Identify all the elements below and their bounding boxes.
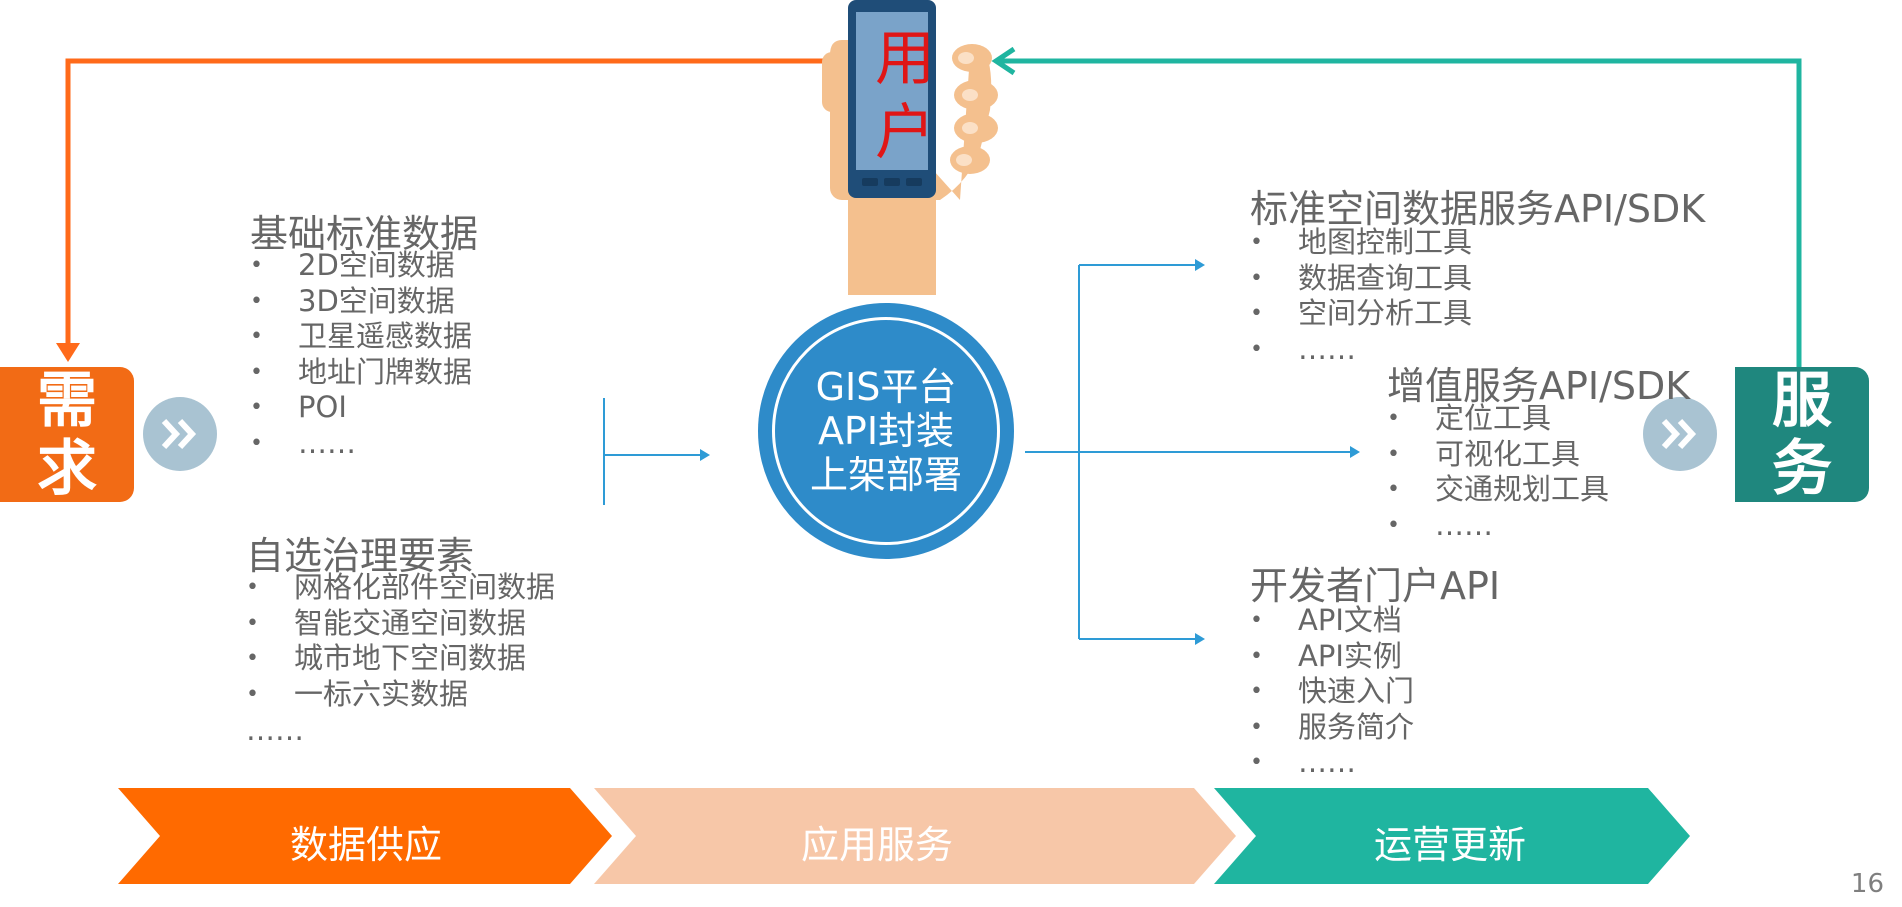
- user-label-line1: 用: [875, 24, 935, 94]
- value-service-list: 定位工具 可视化工具 交通规划工具 ……: [1387, 401, 1609, 543]
- list-item: 定位工具: [1387, 401, 1609, 437]
- std-service-title: 标准空间数据服务API/SDK: [1250, 187, 1706, 231]
- demand-badge-line1: 需: [37, 365, 97, 436]
- service-feedback-line: [1000, 58, 1802, 367]
- list-item: 智能交通空间数据: [246, 606, 555, 642]
- process-step-operation-arrow: [1214, 788, 1690, 884]
- center-to-dev-arrowhead: [1195, 633, 1205, 645]
- list-item: 快速入门: [1250, 674, 1414, 710]
- service-badge-line1: 服: [1772, 365, 1832, 436]
- list-item: 可视化工具: [1387, 437, 1609, 473]
- demand-badge-line2: 求: [37, 433, 97, 504]
- process-step-supply-label: 数据供应: [289, 823, 442, 867]
- list-item: 空间分析工具: [1250, 296, 1472, 332]
- demand-feedback-line: [65, 58, 825, 357]
- gis-platform-line1: GIS平台: [815, 365, 957, 409]
- list-item: 2D空间数据: [250, 248, 472, 284]
- list-item: 数据查询工具: [1250, 261, 1472, 297]
- process-step-application-arrow: [594, 788, 1236, 884]
- list-item: 城市地下空间数据: [246, 641, 555, 677]
- demand-chevron-icon: [143, 397, 217, 471]
- list-item: ……: [250, 426, 472, 462]
- dev-portal-title: 开发者门户API: [1250, 564, 1501, 608]
- dev-portal-list: API文档 API实例 快速入门 服务简介 ……: [1250, 603, 1414, 781]
- list-item: API实例: [1250, 639, 1414, 675]
- gis-platform-circle: GIS平台 API封装 上架部署: [758, 303, 1014, 559]
- std-service-list: 地图控制工具 数据查询工具 空间分析工具 ……: [1250, 225, 1472, 367]
- list-item: 地图控制工具: [1250, 225, 1472, 261]
- list-item: 交通规划工具: [1387, 472, 1609, 508]
- list-item: ……: [1250, 745, 1414, 781]
- list-item: 地址门牌数据: [250, 355, 472, 391]
- page-number: 16: [1850, 869, 1884, 899]
- list-item: 服务简介: [1250, 710, 1414, 746]
- service-arrowhead: [991, 46, 1016, 76]
- list-item: ……: [1387, 508, 1609, 544]
- process-step-operation-label: 运营更新: [1373, 823, 1526, 867]
- list-item: POI: [250, 390, 472, 426]
- demand-arrowhead: [56, 343, 80, 362]
- center-to-value-arrowhead: [1350, 446, 1360, 458]
- gis-platform-line2: API封装: [817, 409, 955, 453]
- service-chevron-icon: [1643, 397, 1717, 471]
- demand-badge: 需 求: [0, 365, 134, 504]
- data-to-center-arrowhead: [700, 449, 710, 461]
- list-item: 一标六实数据: [246, 677, 555, 713]
- user-label-line2: 户: [875, 98, 935, 168]
- list-item: 3D空间数据: [250, 284, 472, 320]
- service-badge-line2: 务: [1772, 433, 1832, 504]
- gis-platform-inner-ring: GIS平台 API封装 上架部署: [772, 317, 1000, 545]
- process-step-application-label: 应用服务: [800, 823, 953, 867]
- process-step-supply-arrow: [118, 788, 612, 884]
- list-item: ……: [1250, 332, 1472, 368]
- process-arrows: [118, 788, 1690, 884]
- list-item: 卫星遥感数据: [250, 319, 472, 355]
- service-badge: 服 务: [1735, 365, 1869, 504]
- center-to-std-arrowhead: [1195, 259, 1205, 271]
- basic-data-list: 2D空间数据 3D空间数据 卫星遥感数据 地址门牌数据 POI ……: [250, 248, 472, 461]
- list-item: 网格化部件空间数据: [246, 570, 555, 606]
- gis-platform-line3: 上架部署: [809, 453, 962, 497]
- list-item: API文档: [1250, 603, 1414, 639]
- custom-data-list: 网格化部件空间数据 智能交通空间数据 城市地下空间数据 一标六实数据: [246, 570, 555, 712]
- user-phone-icon: [822, 0, 998, 295]
- custom-data-more: ……: [246, 713, 304, 747]
